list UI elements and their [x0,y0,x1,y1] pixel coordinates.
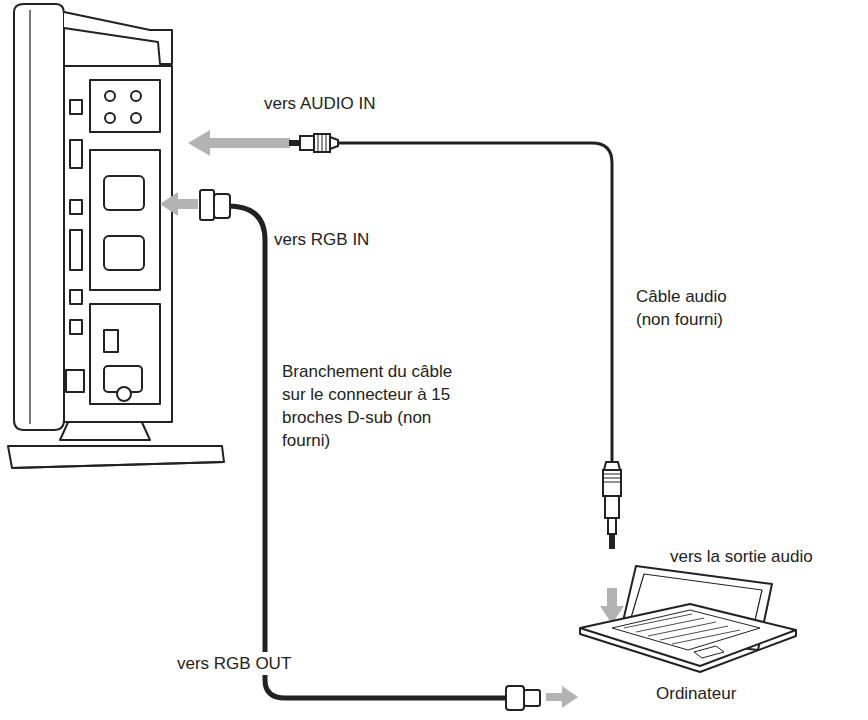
insertion-arrows [160,130,624,708]
connector-label: vers RGB IN [272,228,371,251]
connector-label: vers AUDIO IN [262,92,377,115]
cable-note: Branchement du câble sur le connecteur à… [280,360,476,452]
connector-label: vers la sortie audio [668,545,815,568]
connector-label: vers RGB OUT [175,652,293,675]
rgb-cable [200,190,540,710]
laptop-computer [580,566,796,672]
cable-note: Câble audio (non fourni) [634,285,750,331]
monitor-side-view [8,4,224,468]
device-label: Ordinateur [654,682,738,705]
audio-cable [290,134,621,548]
